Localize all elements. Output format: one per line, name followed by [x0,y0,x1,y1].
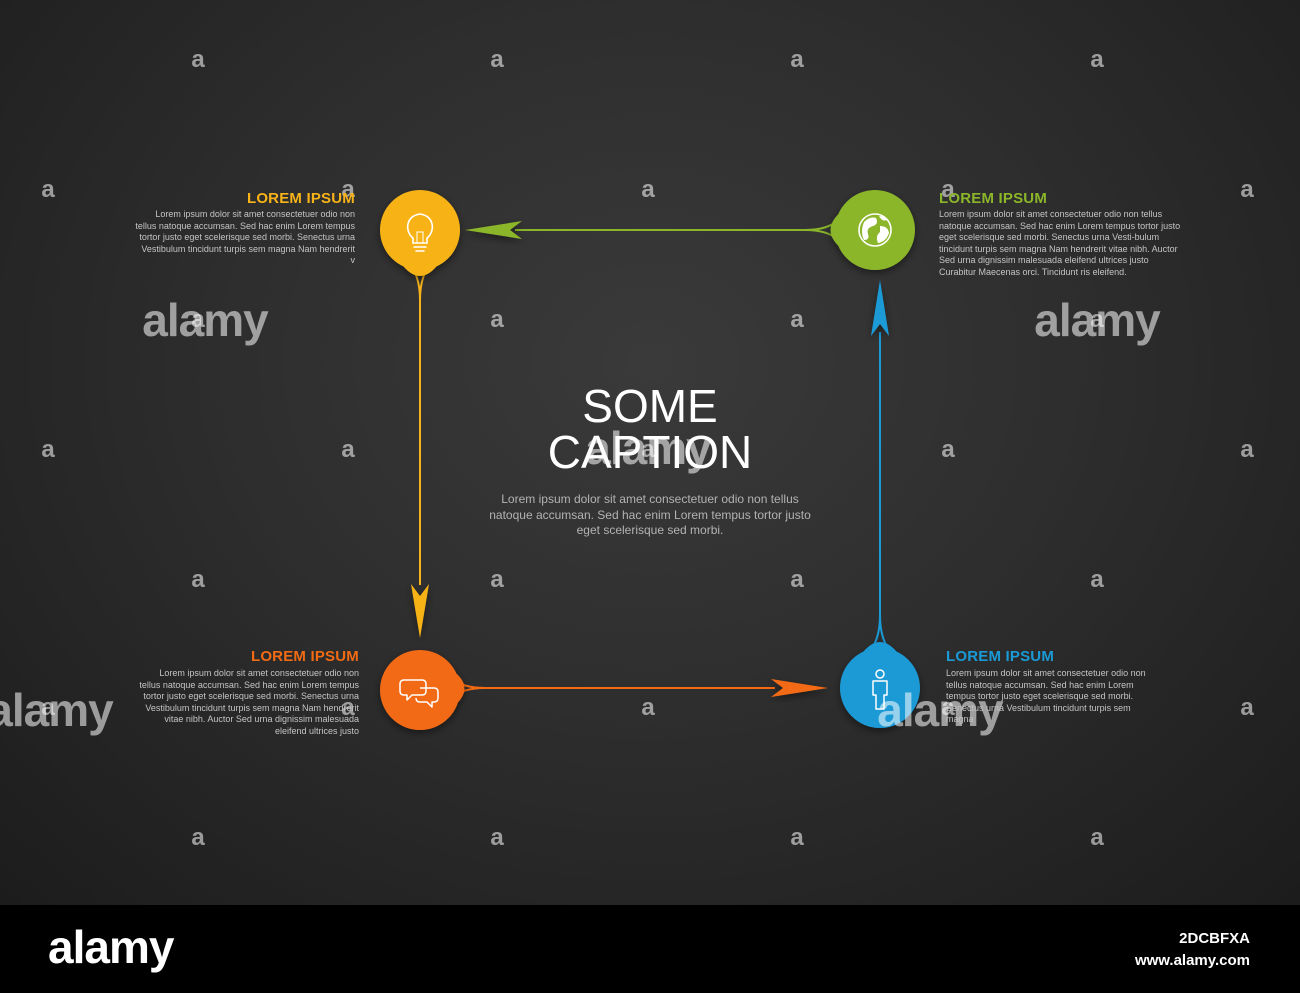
watermark-mark: a [641,436,655,463]
watermark-mark: a [191,306,205,333]
lightbulb-icon [406,213,434,252]
watermark-mark: a [490,824,504,851]
blue-line [868,332,881,653]
caption-description: Lorem ipsum dolor sit amet consectetuer … [489,492,811,537]
caption-line-2: CAPTION [547,426,753,478]
watermark-mark: a [41,436,55,463]
watermark-mark: a [1090,566,1104,593]
watermark-logo: alamy [585,422,711,474]
blue-arrowhead [871,280,889,336]
watermark-mark: a [341,436,355,463]
watermark-mark: a [490,46,504,73]
watermark-mark: a [790,306,804,333]
watermark-mark: a [191,566,205,593]
orange-arrowhead [771,679,828,697]
watermark-mark: a [341,694,355,721]
watermark-mark: a [191,46,205,73]
watermark-mark: a [341,176,355,203]
watermark-mark: a [191,824,205,851]
watermark-mark: a [1240,694,1254,721]
watermark-mark: a [641,694,655,721]
yellow-line [407,261,421,585]
node-bottom-left [380,650,465,730]
watermark-mark: a [490,306,504,333]
step-title-top-right: LOREM IPSUM [939,190,1048,207]
watermark-logo: alamy [1034,294,1160,346]
yellow-connector [407,261,433,638]
watermark-logo: alamy [142,294,268,346]
caption-line-1: SOME [582,380,718,432]
node-top-right [830,190,915,270]
watermark-mark: a [1090,46,1104,73]
watermark-mark: a [790,824,804,851]
watermark-mark: a [1090,306,1104,333]
watermark-logo: alamy [0,684,114,736]
blue-connector [868,280,892,653]
step-text-top-right: Lorem ipsum dolor sit amet consectetuer … [939,209,1181,277]
step-title-bottom-left: LOREM IPSUM [250,648,359,665]
step-title-top-left: LOREM IPSUM [246,190,355,207]
orange-connector [451,677,828,699]
watermark-mark: a [790,566,804,593]
watermark-mark: a [941,694,955,721]
step-text-bottom-left: Lorem ipsum dolor sit amet consectetuer … [139,668,359,736]
watermark-mark: a [790,46,804,73]
watermark-mark: a [41,694,55,721]
watermark-mark: a [490,566,504,593]
yellow-arrowhead [411,584,429,638]
step-title-bottom-right: LOREM IPSUM [946,648,1055,665]
node-bottom-right [840,642,920,728]
footer-url: www.alamy.com [1134,952,1250,969]
footer-logo: alamy [48,921,174,973]
green-line [515,219,839,231]
watermark-mark: a [941,176,955,203]
node-top-left [380,190,460,276]
cycle-diagram [380,190,920,730]
footer-image-id: 2DCBFXA [1179,930,1250,947]
chat-bubbles-icon [399,679,439,708]
green-connector [465,219,839,241]
watermark-mark: a [41,176,55,203]
green-arrowhead [465,221,522,239]
watermark-mark: a [941,436,955,463]
caption-title: SOME CAPTION [500,383,800,475]
globe-icon [858,213,892,247]
watermark-mark: a [1240,436,1254,463]
watermark-mark: a [1090,824,1104,851]
person-icon [872,669,888,710]
watermark-mark: a [1240,176,1254,203]
watermark-mark: a [641,176,655,203]
orange-line [451,677,775,689]
watermark-logo: alamy [877,684,1003,736]
step-text-top-left: Lorem ipsum dolor sit amet consectetuer … [135,209,355,266]
step-text-bottom-right: Lorem ipsum dolor sit amet consectetuer … [946,668,1146,725]
